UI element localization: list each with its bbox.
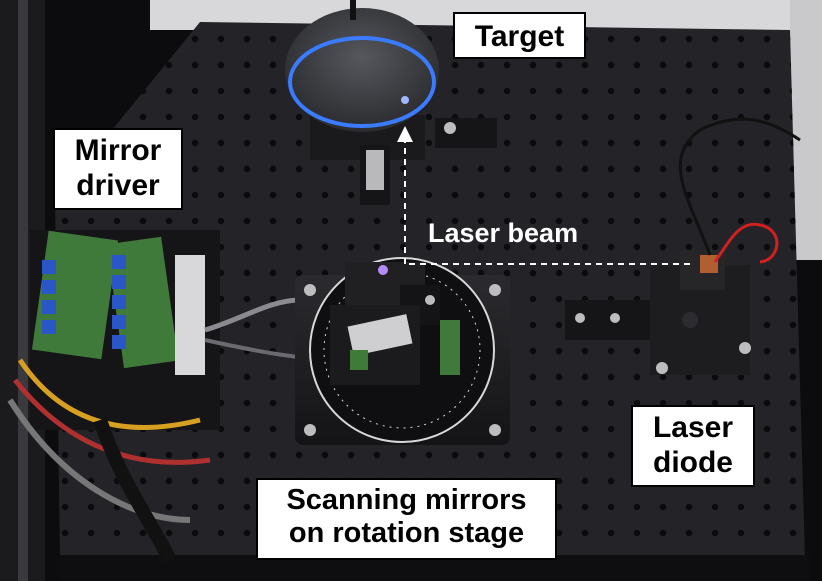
scanning-mirrors-label-line1: Scanning mirrors [286, 484, 527, 516]
mirror-driver-boards [7, 230, 220, 564]
mirror-driver-label-line1: Mirror [74, 134, 162, 167]
target-post-holder [360, 118, 497, 205]
mirror-driver-label-line2: driver [76, 168, 160, 202]
left-frame-rail [18, 0, 28, 581]
right-wall [790, 0, 822, 260]
laser-beam-arrowhead [397, 126, 413, 142]
laser-diode-mount [565, 250, 751, 375]
laser-beam-label: Laser beam [428, 218, 579, 248]
target-label: Target [453, 12, 586, 59]
laser-wire-red [713, 222, 779, 264]
laser-diode-label-line1: Laser [652, 411, 734, 444]
laser-diode-label: Laser diode [631, 405, 755, 487]
scanning-mirrors-label: Scanning mirrors on rotation stage [256, 478, 557, 560]
mirror-driver-label: Mirror driver [53, 128, 183, 210]
target-label-text: Target [474, 20, 565, 53]
scanning-mirrors-label-line2: on rotation stage [288, 517, 525, 550]
laser-wire-black [678, 117, 801, 256]
scanning-mirrors [330, 262, 460, 385]
laser-diode-label-line2: diode [653, 445, 733, 479]
